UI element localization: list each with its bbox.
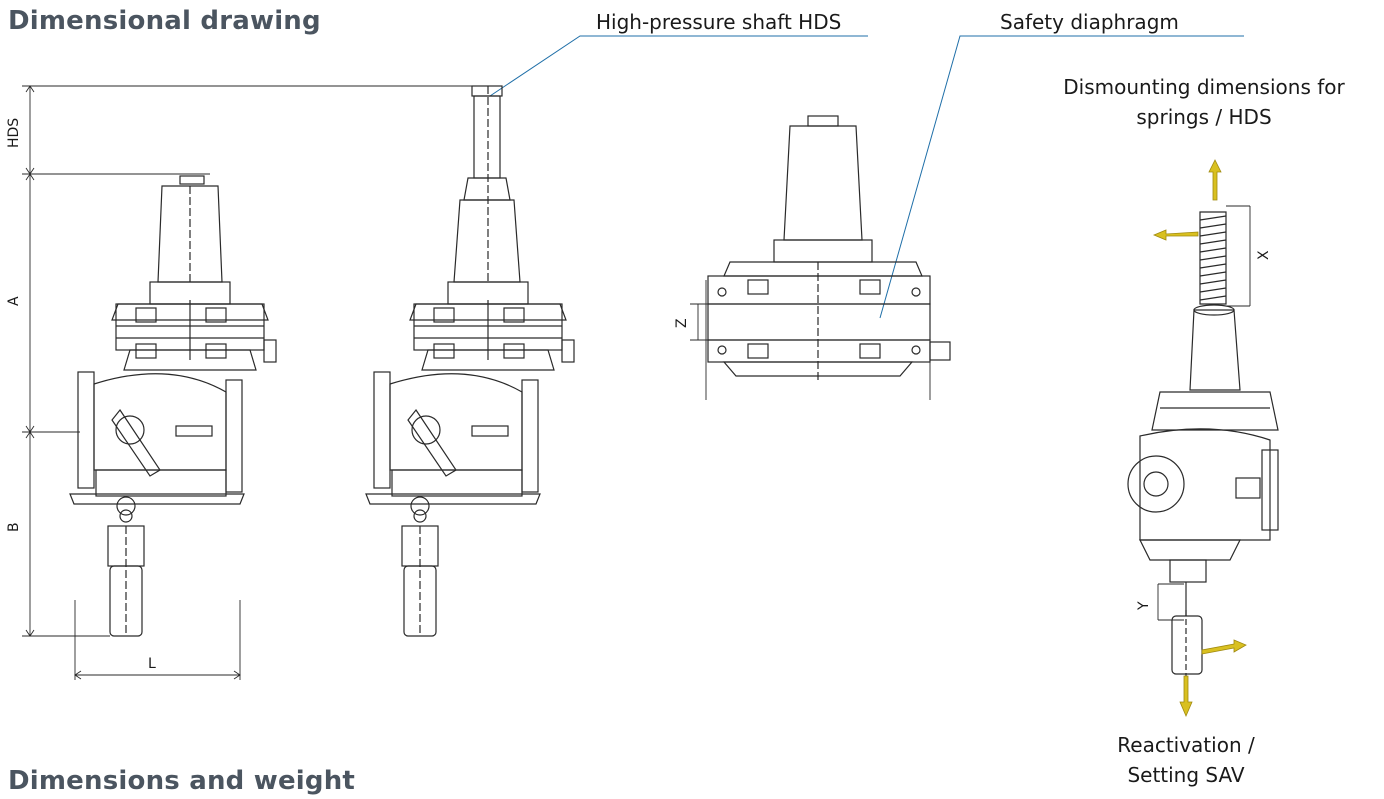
reactivation-caption-line2: Setting SAV <box>1127 763 1245 787</box>
dim-label-a: A <box>6 296 22 306</box>
spring-coil <box>1199 211 1227 305</box>
dismounting-caption-line2: springs / HDS <box>1136 105 1272 129</box>
reactivation-caption: Reactivation / Setting SAV <box>1086 730 1286 790</box>
direction-arrows <box>1152 159 1247 718</box>
dim-label-hds: HDS <box>6 118 22 148</box>
arrow-right-icon <box>1201 639 1247 655</box>
regulator-with-hds-view <box>365 85 575 637</box>
leader-lines <box>489 35 1244 319</box>
arrow-left-icon <box>1152 229 1199 241</box>
arrow-up-icon <box>1208 159 1222 201</box>
reactivation-caption-line1: Reactivation / <box>1117 733 1255 757</box>
dim-label-z: Z <box>674 318 690 328</box>
dim-label-x: X <box>1256 250 1272 260</box>
dimension-lines <box>22 85 1251 680</box>
dismounting-view <box>1127 211 1279 700</box>
callout-hds-label: High-pressure shaft HDS <box>596 10 842 34</box>
dismounting-caption: Dismounting dimensions for springs / HDS <box>1028 72 1380 132</box>
dim-label-l: L <box>148 656 156 672</box>
arrow-down-icon <box>1179 675 1193 718</box>
regulator-front-view <box>69 175 277 637</box>
dismounting-caption-line1: Dismounting dimensions for <box>1063 75 1345 99</box>
hds-leader-line <box>489 35 868 97</box>
callout-safety-label: Safety diaphragm <box>1000 10 1179 34</box>
dim-label-y: Y <box>1136 601 1152 611</box>
safety-diaphragm-view <box>707 115 951 380</box>
dim-label-b: B <box>6 522 22 532</box>
section-title: Dimensions and weight <box>8 766 356 796</box>
safety-leader-line <box>879 35 1244 319</box>
page-title: Dimensional drawing <box>8 6 321 36</box>
